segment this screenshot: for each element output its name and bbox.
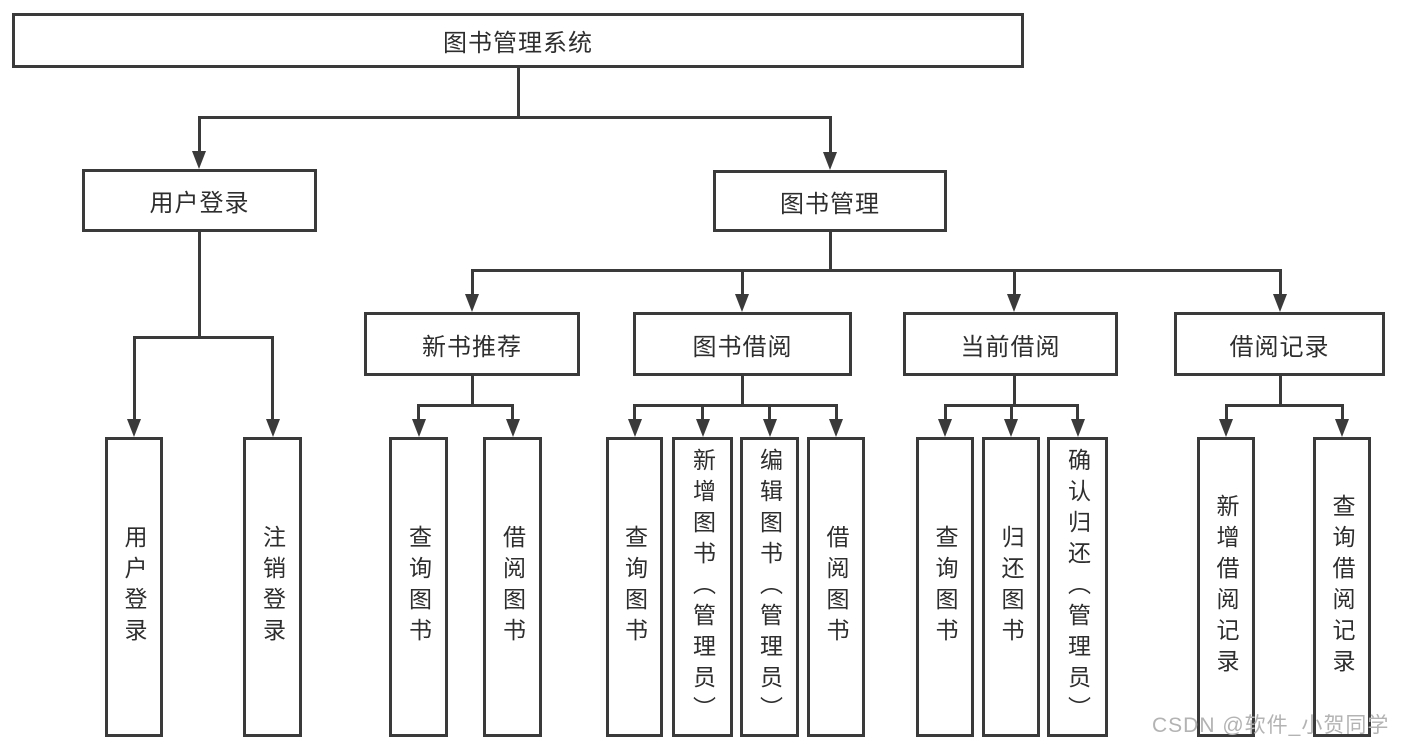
connector-to-leaf [417,403,420,420]
leaf-logout-label: 注销登录 [259,525,286,649]
connector-to-user-login [197,115,201,152]
connector-to-book-borrow [740,268,744,295]
leaf-borrow-book-1: 借阅图书 [483,437,542,737]
node-current-borrow: 当前借阅 [903,312,1118,376]
arrow-down-icon [1219,419,1233,437]
node-book-borrow: 图书借阅 [633,312,852,376]
leaf-borrow-book-2: 借阅图书 [807,437,865,737]
connector-to-current-borrow [1012,268,1016,295]
connector-root-stem [516,68,520,118]
leaf-borrow-book-1-label: 借阅图书 [499,525,526,649]
arrow-down-icon [1004,419,1018,437]
leaf-confirm-return-admin: 确认归还（管理员） [1047,437,1108,737]
connector-to-leaf [1224,403,1228,420]
leaf-add-borrow-record: 新增借阅记录 [1197,437,1255,737]
leaf-query-borrow-record: 查询借阅记录 [1313,437,1371,737]
arrow-down-icon [465,294,479,312]
leaf-edit-book-admin: 编辑图书（管理员） [740,437,799,737]
arrow-down-icon [829,419,843,437]
node-book-mgmt: 图书管理 [713,170,947,232]
leaf-query-book-3-label: 查询图书 [932,525,958,649]
connector-book-mgmt-branch [470,268,1282,272]
leaf-edit-book-admin-label: 编辑图书（管理员） [756,447,783,727]
connector-book-mgmt-stem [828,232,832,271]
arrow-down-icon [127,419,141,437]
connector-user-login-stem [197,232,201,338]
arrow-down-icon [938,419,952,437]
connector-user-login-branch [132,335,274,339]
leaf-query-book-3: 查询图书 [916,437,974,737]
connector-new-book-branch [417,403,514,407]
node-borrow-record: 借阅记录 [1174,312,1385,376]
leaf-query-book-1: 查询图书 [389,437,448,737]
leaf-borrow-book-2-label: 借阅图书 [823,525,849,649]
connector-root-branch [197,115,832,119]
connector-borrow-record-stem [1278,376,1282,406]
arrow-down-icon [1273,294,1287,312]
node-root-label: 图书管理系统 [443,30,593,57]
leaf-add-book-admin-label: 新增图书（管理员） [689,447,716,727]
arrow-down-icon [505,419,520,437]
node-book-mgmt-label: 图书管理 [780,190,880,218]
connector-book-borrow-stem [740,376,744,406]
arrow-down-icon [823,152,837,170]
leaf-add-book-admin: 新增图书（管理员） [672,437,733,737]
connector-to-leaf-logout [271,335,274,420]
connector-to-leaf [943,403,947,420]
connector-to-leaf [633,403,636,420]
arrow-down-icon [1007,294,1021,312]
arrow-down-icon [411,419,426,437]
connector-to-leaf [768,403,771,420]
leaf-user-login-label: 用户登录 [121,525,147,649]
connector-book-borrow-branch [633,403,838,407]
node-user-login-label: 用户登录 [149,190,250,217]
arrow-down-icon [695,419,710,437]
connector-new-book-stem [470,376,474,406]
arrow-down-icon [192,151,206,169]
connector-to-new-book [470,268,474,295]
leaf-query-book-1-label: 查询图书 [405,525,432,649]
node-current-borrow-label: 当前借阅 [960,333,1061,361]
connector-to-leaf [1340,403,1344,420]
connector-borrow-record-branch [1224,403,1344,407]
leaf-logout: 注销登录 [243,437,302,737]
node-book-borrow-label: 图书借阅 [692,333,793,361]
leaf-return-book-label: 归还图书 [998,525,1024,649]
connector-to-book-mgmt [828,115,832,153]
connector-to-leaf [701,403,704,420]
arrow-down-icon [1070,419,1085,437]
connector-current-borrow-stem [1012,376,1016,406]
node-root: 图书管理系统 [12,13,1024,68]
leaf-add-borrow-record-label: 新增借阅记录 [1213,494,1239,680]
arrow-down-icon [1335,419,1349,437]
connector-to-borrow-record [1278,268,1282,295]
connector-to-leaf [1076,403,1079,420]
leaf-query-book-2: 查询图书 [606,437,663,737]
node-new-book-rec: 新书推荐 [364,312,580,376]
arrow-down-icon [735,294,749,312]
leaf-user-login: 用户登录 [105,437,163,737]
connector-to-leaf [834,403,838,420]
node-borrow-record-label: 借阅记录 [1229,333,1330,361]
node-new-book-rec-label: 新书推荐 [422,333,522,361]
watermark: CSDN @软件_小贺同学 [1152,714,1390,737]
node-user-login: 用户登录 [82,169,317,232]
leaf-query-borrow-record-label: 查询借阅记录 [1329,494,1355,680]
arrow-down-icon [265,419,280,437]
connector-to-leaf-login [132,335,136,420]
connector-to-leaf [1009,403,1013,420]
leaf-return-book: 归还图书 [982,437,1040,737]
arrow-down-icon [627,419,642,437]
connector-to-leaf [511,403,514,420]
leaf-query-book-2-label: 查询图书 [621,525,648,649]
arrow-down-icon [762,419,777,437]
leaf-confirm-return-admin-label: 确认归还（管理员） [1064,447,1091,727]
